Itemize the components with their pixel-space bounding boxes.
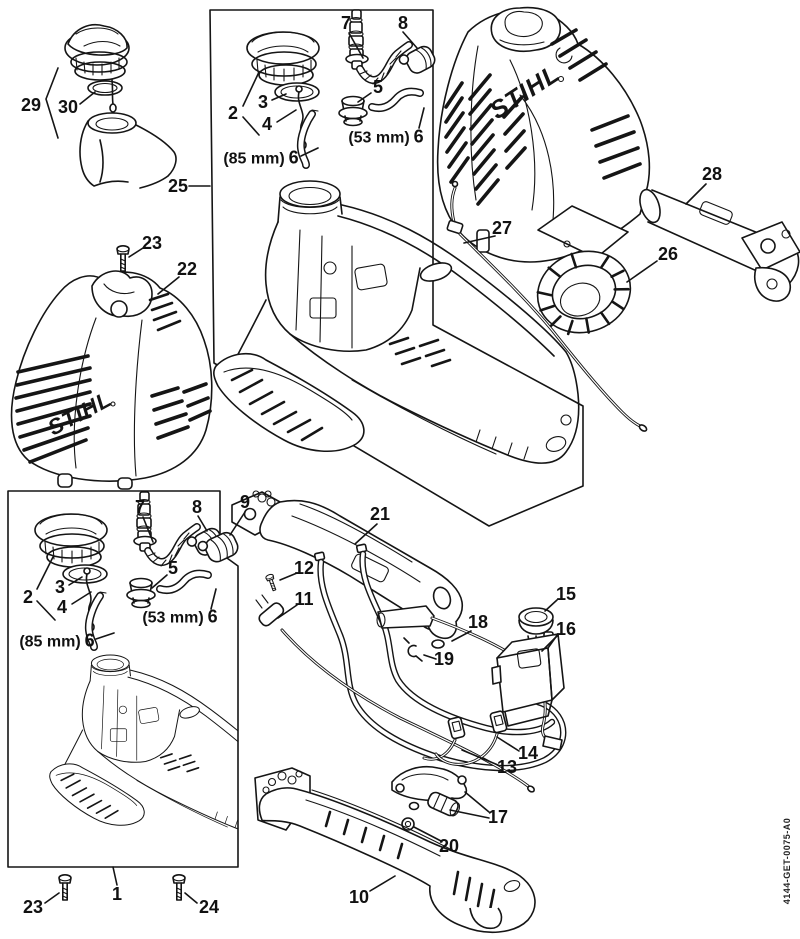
fan-housing-26-art: [536, 205, 632, 336]
fuel-filter-8-art: [398, 45, 436, 74]
callout-29: 29: [20, 95, 42, 115]
callout-20: 20: [438, 836, 460, 856]
callout-30: 30: [57, 97, 79, 117]
callout-6: 6: [207, 606, 218, 627]
callout-14: 14: [517, 743, 539, 763]
clip-19-art: [403, 637, 423, 662]
lower-housing-10-art: [254, 767, 536, 934]
callout-27: 27: [491, 218, 513, 238]
fuel-parts-cluster-art: [246, 9, 436, 169]
callout-11: 11: [294, 589, 314, 609]
engine-cover-22-art: STIHL: [10, 270, 213, 490]
callout-8-bottom: 8: [191, 497, 203, 517]
callout-18: 18: [467, 612, 489, 632]
dim-text: (85 mm): [223, 150, 285, 168]
callout-7-top: 7: [340, 13, 352, 33]
callout-6: 6: [288, 147, 299, 168]
dim-label-85mm-bottom: (85 mm)6: [19, 632, 94, 651]
tank-housing-art: [213, 180, 580, 464]
callout-13: 13: [496, 757, 518, 777]
callout-12: 12: [293, 558, 315, 578]
dim-text: (53 mm): [348, 129, 410, 147]
fuel-filter-9-art: [197, 531, 239, 563]
screw-12-art: [264, 572, 279, 593]
callout-23-bottom: 23: [22, 897, 44, 917]
contact-springs-13-14-art: [422, 710, 508, 766]
callout-5-bottom: 5: [167, 558, 179, 578]
callout-19: 19: [433, 649, 455, 669]
callout-24: 24: [198, 897, 220, 917]
callout-5-top: 5: [372, 77, 384, 97]
callout-22: 22: [176, 259, 198, 279]
callout-1: 1: [111, 884, 123, 904]
callout-7-bottom: 7: [134, 497, 146, 517]
callout-3-bottom: 3: [54, 577, 66, 597]
callout-4-bottom: 4: [56, 597, 68, 617]
screw-23-bottom-art: [58, 873, 72, 901]
callout-21: 21: [369, 504, 391, 524]
engine-cover-right-art: STIHL: [436, 6, 651, 263]
callout-25: 25: [167, 176, 189, 196]
callout-15: 15: [555, 584, 577, 604]
callout-26: 26: [657, 244, 679, 264]
drive-tube-28-art: [639, 188, 800, 302]
callout-17: 17: [487, 807, 509, 827]
dim-label-53mm-top: (53 mm)6: [348, 128, 423, 147]
doc-code: 4144-GET-0075-A0: [782, 817, 792, 905]
callout-2-top: 2: [227, 103, 239, 123]
dim-text: (53 mm): [142, 609, 204, 627]
fuel-cap-29-art: [64, 24, 177, 189]
detail-box-1: [7, 490, 239, 868]
callout-6: 6: [413, 126, 424, 147]
dim-text: (85 mm): [19, 633, 81, 651]
screw-24-art: [172, 873, 186, 901]
callout-9: 9: [239, 492, 251, 512]
callout-4-top: 4: [261, 114, 273, 134]
callout-3-top: 3: [257, 92, 269, 112]
callout-2-bottom: 2: [22, 587, 34, 607]
throttle-cable-27-art: [446, 180, 648, 432]
callout-8-top: 8: [397, 13, 409, 33]
callout-23-top: 23: [141, 233, 163, 253]
callout-6: 6: [84, 630, 95, 651]
bracket-16-art: [491, 633, 565, 727]
dim-label-85mm-top: (85 mm)6: [223, 149, 298, 168]
callout-10: 10: [348, 887, 370, 907]
callout-28: 28: [701, 164, 723, 184]
cable-11-art: [255, 594, 536, 793]
leader-lines: [36, 31, 707, 904]
screw-23-top-art: [116, 245, 130, 272]
callout-16: 16: [555, 619, 577, 639]
dim-label-53mm-bottom: (53 mm)6: [142, 608, 217, 627]
